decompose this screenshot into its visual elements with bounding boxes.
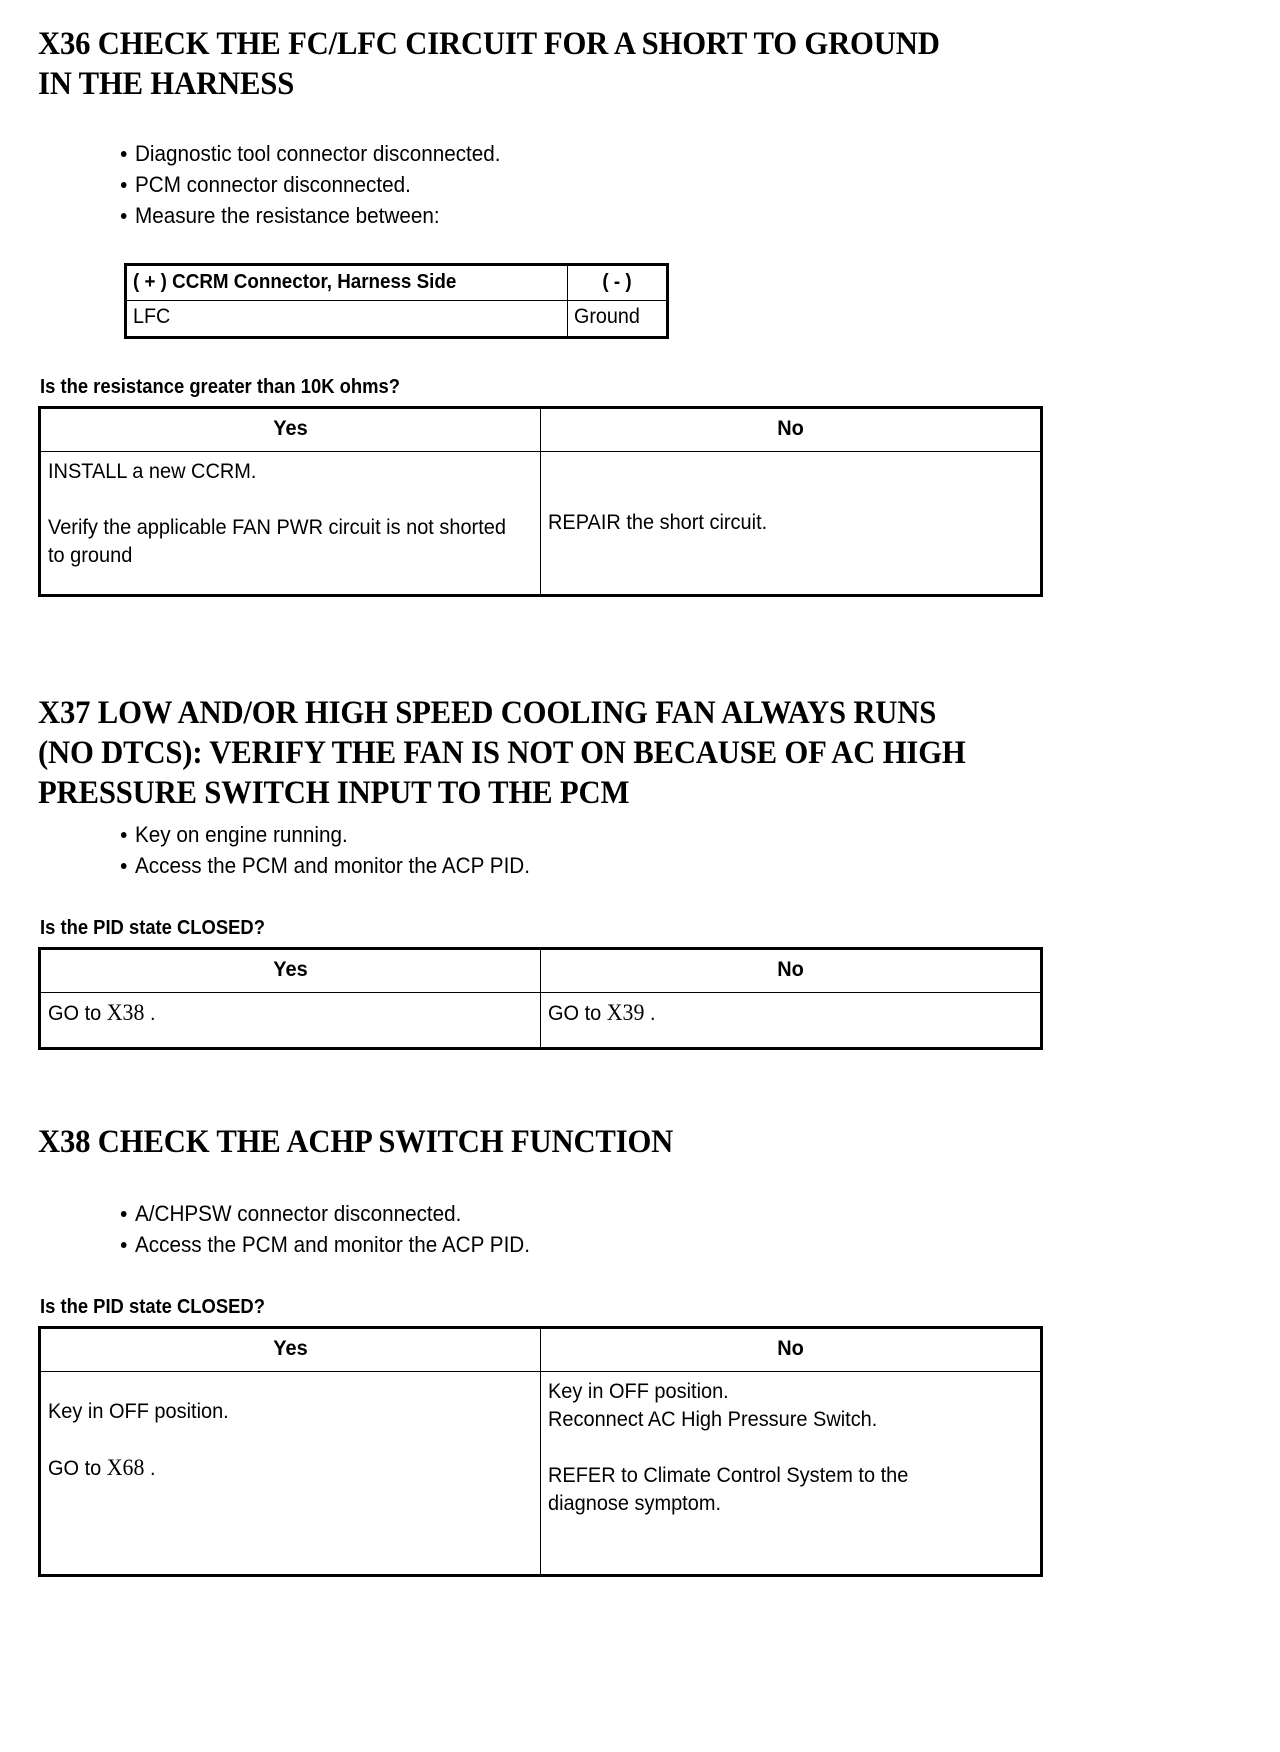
spacer	[548, 1434, 1034, 1462]
measure-header-positive-label: ( + ) CCRM Connector, Harness Side	[133, 271, 457, 293]
section-x36-heading: X36 CHECK THE FC/LFC CIRCUIT FOR A SHORT…	[38, 24, 1128, 104]
decision-no-goto: GO to X39 .	[548, 999, 1010, 1028]
decision-header-no: No	[540, 407, 1042, 452]
heading-line: IN THE HARNESS	[38, 66, 295, 102]
list-item: Measure the resistance between:	[119, 200, 777, 231]
section-title-x38: X38 CHECK THE ACHP SWITCH FUNCTION	[38, 1122, 1070, 1162]
table-header-row: Yes No	[39, 407, 1042, 452]
decision-yes-line-1: Key in OFF position.	[48, 1400, 229, 1423]
goto-suffix: .	[144, 1457, 156, 1480]
decision-header-no-label: No	[777, 417, 804, 440]
decision-yes-line-1: INSTALL a new CCRM.	[48, 460, 257, 483]
goto-prefix: GO to	[48, 1002, 107, 1025]
heading-line: PRESSURE SWITCH INPUT TO THE PCM	[38, 775, 630, 811]
measure-cell-positive-value: LFC	[133, 305, 171, 328]
goto-prefix: GO to	[548, 1002, 607, 1025]
decision-yes-goto: GO to X38 .	[48, 999, 510, 1028]
spacer	[48, 1426, 534, 1454]
table-header-row: Yes No	[39, 1327, 1042, 1372]
list-item: Key on engine running.	[119, 819, 777, 850]
table-row: Key in OFF position. GO to X68 . Key in …	[39, 1371, 1042, 1576]
decision-header-yes-label: Yes	[273, 417, 308, 440]
measure-header-negative-label: ( - )	[602, 271, 632, 293]
list-item: Diagnostic tool connector disconnected.	[119, 138, 777, 169]
decision-header-yes-label: Yes	[273, 958, 308, 981]
section-x38-heading: X38 CHECK THE ACHP SWITCH FUNCTION	[38, 1122, 1148, 1162]
x37-question: Is the PID state CLOSED?	[40, 917, 265, 939]
x36-decision-table: Yes No INSTALL a new CCRM. Verify the ap…	[38, 406, 1043, 597]
decision-header-yes-label: Yes	[273, 1337, 308, 1360]
decision-cell-no: GO to X39 .	[540, 992, 1042, 1049]
heading-line: X37 LOW AND/OR HIGH SPEED COOLING FAN AL…	[38, 695, 937, 731]
table-header-row: ( + ) CCRM Connector, Harness Side ( - )	[125, 264, 668, 301]
decision-cell-yes: GO to X38 .	[39, 992, 541, 1049]
goto-step-code: X39	[606, 1000, 645, 1025]
x36-bullet-list: Diagnostic tool connector disconnected. …	[119, 138, 819, 231]
decision-no-line-2: Reconnect AC High Pressure Switch.	[548, 1408, 878, 1431]
heading-line: X36 CHECK THE FC/LFC CIRCUIT FOR A SHORT…	[38, 26, 940, 62]
x38-bullet-list: A/CHPSW connector disconnected. Access t…	[119, 1198, 819, 1260]
x36-question: Is the resistance greater than 10K ohms?	[40, 376, 400, 398]
spacer	[48, 486, 534, 514]
decision-header-no-label: No	[777, 1337, 804, 1360]
goto-step-code: X68	[106, 1455, 145, 1480]
decision-cell-no: Key in OFF position. Reconnect AC High P…	[540, 1371, 1042, 1576]
measure-cell-positive: LFC	[125, 300, 568, 338]
goto-suffix: .	[644, 1002, 656, 1025]
page-title: X36 CHECK THE FC/LFC CIRCUIT FOR A SHORT…	[38, 24, 1052, 104]
decision-header-no-label: No	[777, 958, 804, 981]
decision-yes-line-3: Verify the applicable FAN PWR circuit is…	[48, 516, 506, 567]
decision-header-no: No	[540, 1327, 1042, 1372]
list-item: Access the PCM and monitor the ACP PID.	[119, 850, 777, 881]
measure-header-positive: ( + ) CCRM Connector, Harness Side	[125, 264, 568, 301]
decision-cell-no: REPAIR the short circuit.	[540, 451, 1042, 596]
table-row: LFC Ground	[125, 300, 668, 338]
heading-line: X38 CHECK THE ACHP SWITCH FUNCTION	[38, 1124, 674, 1160]
list-item: Access the PCM and monitor the ACP PID.	[119, 1229, 777, 1260]
decision-yes-goto: GO to X68 .	[48, 1454, 510, 1483]
table-row: INSTALL a new CCRM. Verify the applicabl…	[39, 451, 1042, 596]
x38-decision-table: Yes No Key in OFF position. GO to X68 . …	[38, 1326, 1043, 1577]
list-item: A/CHPSW connector disconnected.	[119, 1198, 777, 1229]
goto-suffix: .	[144, 1002, 156, 1025]
measure-cell-negative-value: Ground	[574, 305, 640, 328]
x36-measurement-table: ( + ) CCRM Connector, Harness Side ( - )…	[124, 263, 669, 339]
decision-no-line-1: REPAIR the short circuit.	[548, 511, 768, 534]
table-row: GO to X38 . GO to X39 .	[39, 992, 1042, 1049]
table-header-row: Yes No	[39, 948, 1042, 993]
x37-decision-table: Yes No GO to X38 . GO to X39 .	[38, 947, 1043, 1050]
x38-question: Is the PID state CLOSED?	[40, 1296, 265, 1318]
decision-header-yes: Yes	[39, 948, 541, 993]
list-item: PCM connector disconnected.	[119, 169, 777, 200]
decision-header-yes: Yes	[39, 1327, 541, 1372]
measure-cell-negative: Ground	[567, 300, 668, 338]
decision-cell-yes: Key in OFF position. GO to X68 .	[39, 1371, 541, 1576]
x37-bullet-list: Key on engine running. Access the PCM an…	[119, 819, 819, 881]
goto-step-code: X38	[106, 1000, 145, 1025]
measure-header-negative: ( - )	[567, 264, 668, 301]
decision-no-line-4: diagnose symptom.	[548, 1492, 721, 1515]
section-title-x37: X37 LOW AND/OR HIGH SPEED COOLING FAN AL…	[38, 693, 1070, 813]
goto-prefix: GO to	[48, 1457, 107, 1480]
decision-header-no: No	[540, 948, 1042, 993]
decision-header-yes: Yes	[39, 407, 541, 452]
decision-no-line-1: Key in OFF position.	[548, 1380, 729, 1403]
decision-no-line-3: REFER to Climate Control System to the	[548, 1464, 909, 1487]
section-x37-heading: X37 LOW AND/OR HIGH SPEED COOLING FAN AL…	[38, 693, 1148, 813]
decision-cell-yes: INSTALL a new CCRM. Verify the applicabl…	[39, 451, 541, 596]
heading-line: (NO DTCS): VERIFY THE FAN IS NOT ON BECA…	[38, 735, 966, 771]
